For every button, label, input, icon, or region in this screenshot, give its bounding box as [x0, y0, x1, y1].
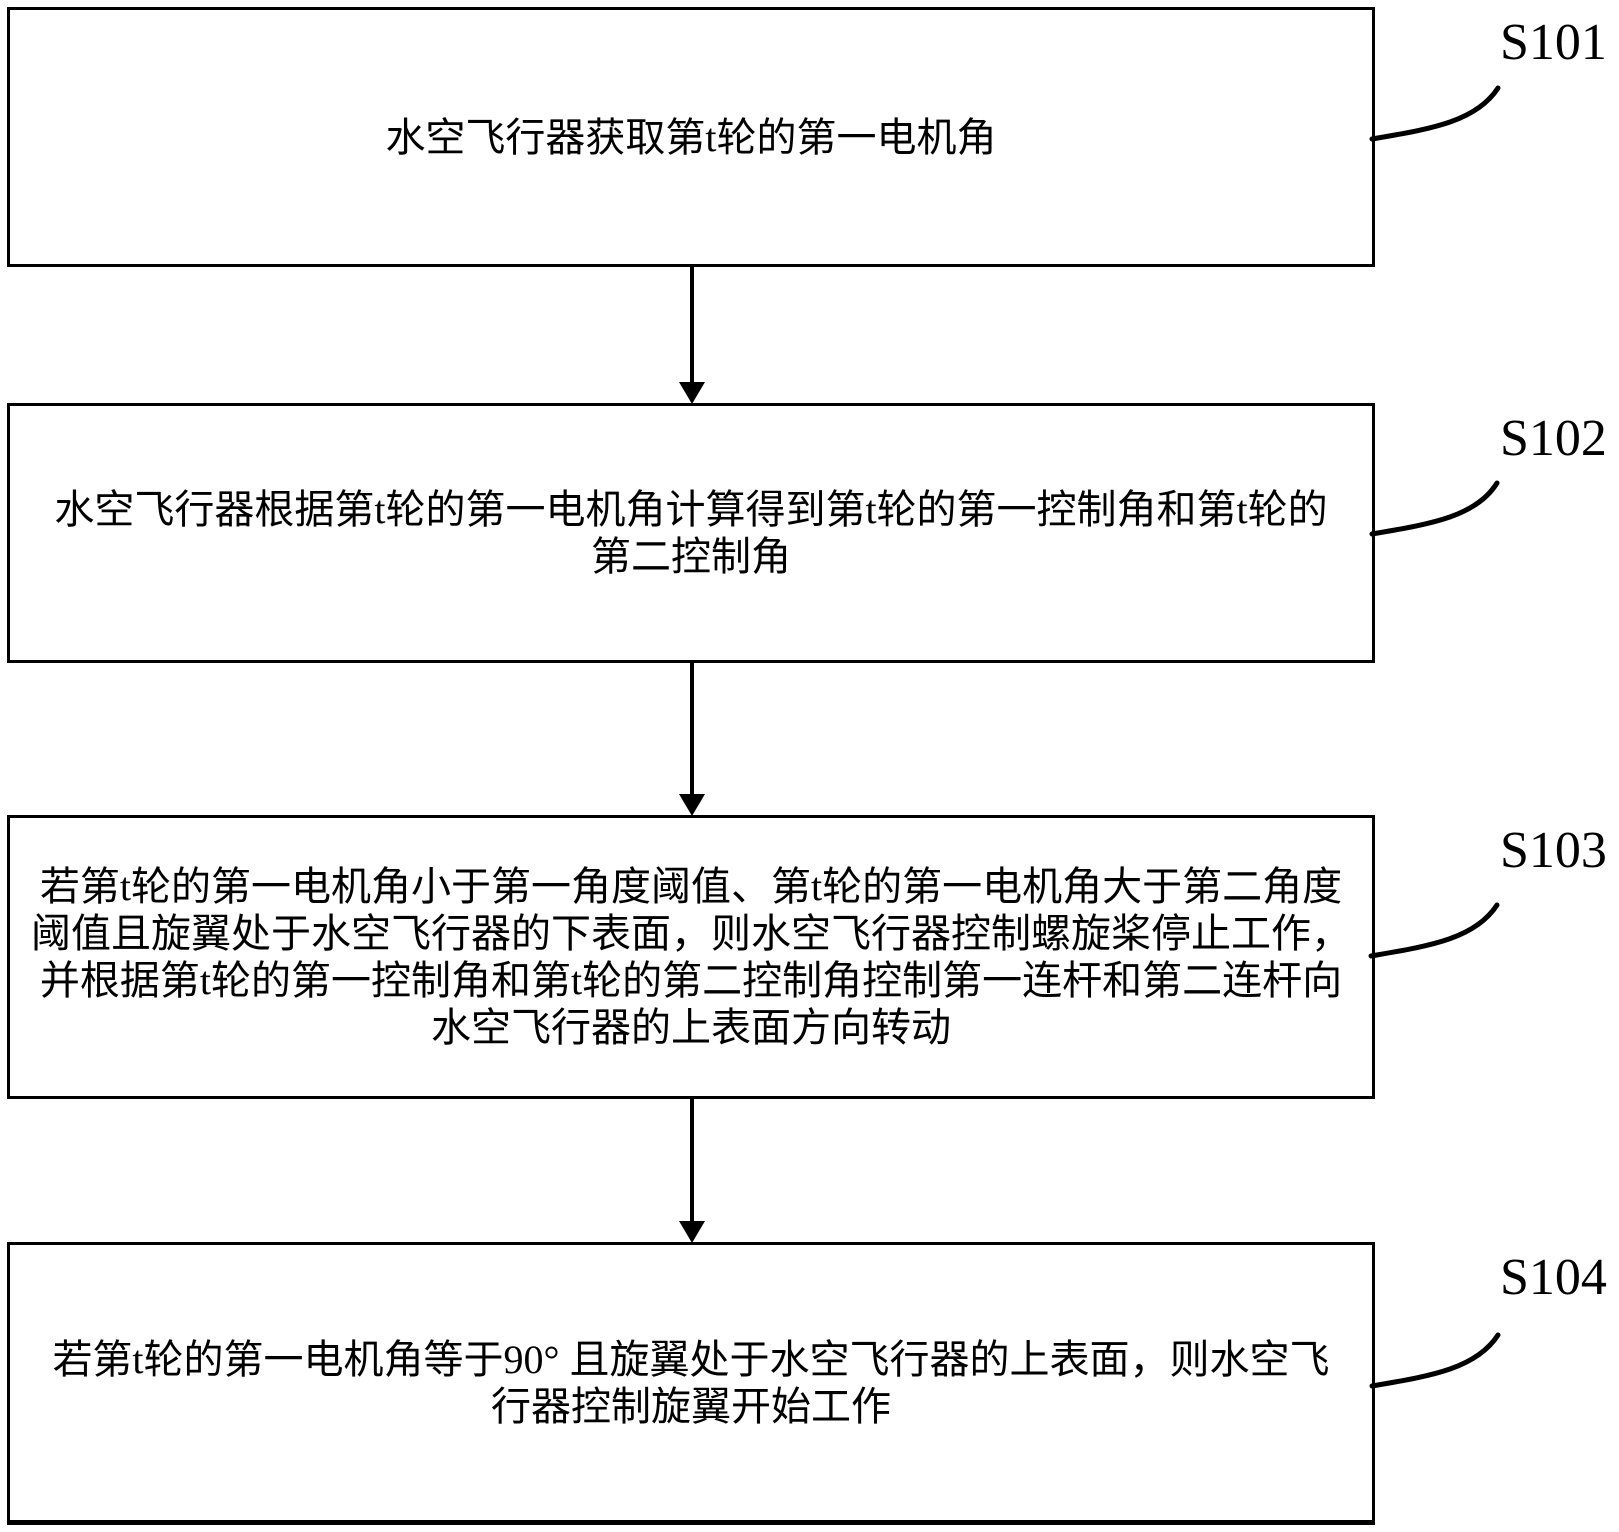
connector-curve-s102 [1369, 480, 1500, 537]
step-text-s101: 水空飞行器获取第t轮的第一电机角 [10, 114, 1372, 161]
step-text-line: 行器控制旋翼开始工作 [491, 1383, 891, 1429]
step-box-s102: 水空飞行器根据第t轮的第一电机角计算得到第t轮的第一控制角和第t轮的 第二控制角 [7, 403, 1375, 663]
step-text-line: 水空飞行器的上表面方向转动 [431, 1005, 951, 1050]
connector-curve-s104 [1369, 1332, 1501, 1389]
step-text-line: 第二控制角 [591, 534, 791, 579]
down-arrow-icon [679, 794, 705, 816]
step-text-line: 并根据第t轮的第一控制角和第t轮的第二控制角控制第一连杆和第二连杆向 [39, 958, 1343, 1003]
step-label-s104: S104 [1500, 1249, 1607, 1306]
down-arrow-icon [679, 382, 705, 404]
connector-curve-s101 [1369, 85, 1501, 142]
down-arrow-shaft [690, 663, 694, 797]
step-text-line: 若第t轮的第一电机角等于90° 且旋翼处于水空飞行器的上表面，则水空飞 [52, 1336, 1330, 1382]
down-arrow-shaft [690, 267, 694, 385]
down-arrow-shaft [690, 1099, 694, 1223]
connector-curve-s103 [1368, 902, 1500, 959]
step-box-s104: 若第t轮的第一电机角等于90° 且旋翼处于水空飞行器的上表面，则水空飞 行器控制… [7, 1242, 1375, 1525]
step-box-s103: 若第t轮的第一电机角小于第一角度阈值、第t轮的第一电机角大于第二角度 阈值且旋翼… [7, 815, 1375, 1099]
step-label-s101: S101 [1500, 14, 1607, 71]
step-text-line: 水空飞行器根据第t轮的第一电机角计算得到第t轮的第一控制角和第t轮的 [54, 487, 1328, 532]
step-label-s102: S102 [1500, 410, 1607, 467]
step-label-s103: S103 [1500, 822, 1607, 879]
step-text-line: 水空飞行器获取第t轮的第一电机角 [385, 114, 997, 160]
down-arrow-icon [679, 1221, 705, 1243]
step-text-s104: 若第t轮的第一电机角等于90° 且旋翼处于水空飞行器的上表面，则水空飞 行器控制… [10, 1336, 1372, 1430]
step-text-s102: 水空飞行器根据第t轮的第一电机角计算得到第t轮的第一控制角和第t轮的 第二控制角 [10, 486, 1372, 580]
step-text-s103: 若第t轮的第一电机角小于第一角度阈值、第t轮的第一电机角大于第二角度 阈值且旋翼… [10, 863, 1372, 1051]
step-text-line: 若第t轮的第一电机角小于第一角度阈值、第t轮的第一电机角大于第二角度 [39, 864, 1343, 909]
step-box-s101: 水空飞行器获取第t轮的第一电机角 [7, 7, 1375, 267]
step-text-line: 阈值且旋翼处于水空飞行器的下表面，则水空飞行器控制螺旋桨停止工作， [31, 911, 1351, 956]
